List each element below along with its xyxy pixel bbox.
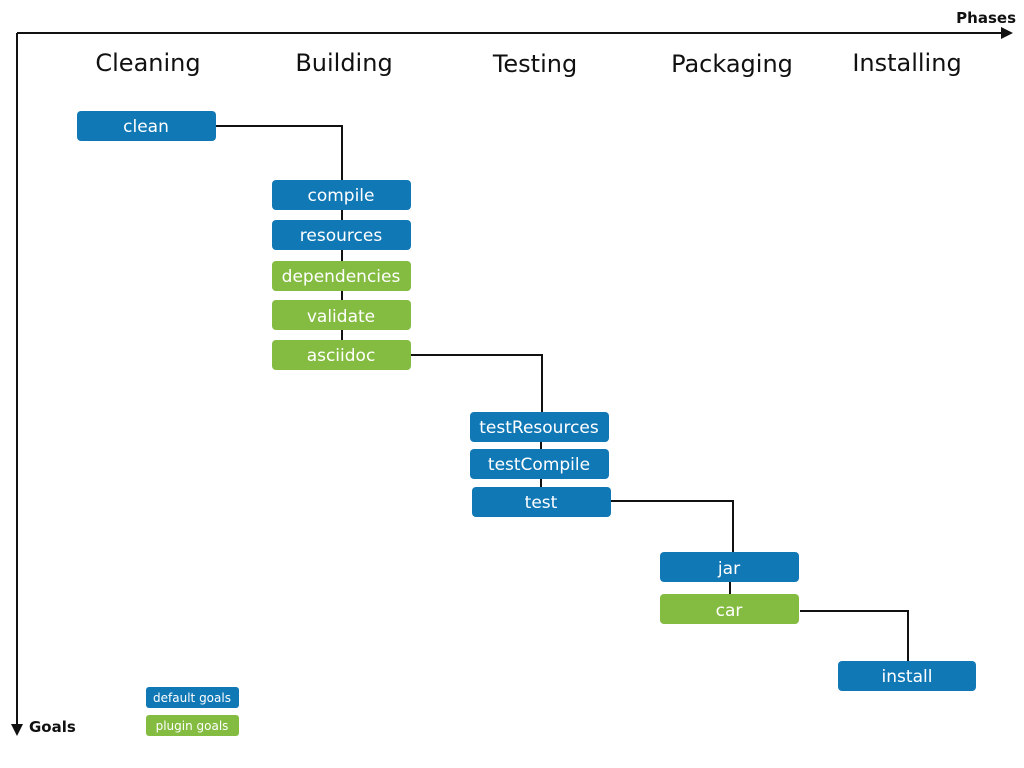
- goals-axis-label: Goals: [29, 718, 76, 736]
- connectors: [216, 125, 909, 661]
- goal-box: [272, 180, 411, 210]
- phases-axis-label: Phases: [956, 9, 1016, 27]
- goal-box: [272, 300, 411, 330]
- goal-box: [470, 449, 609, 479]
- goal-box: [77, 111, 216, 141]
- phase-cleaning-label: Cleaning: [95, 49, 200, 77]
- goal-label: install: [882, 667, 933, 687]
- connector-clean-to-compile: [216, 125, 343, 180]
- goal-label: asciidoc: [307, 346, 376, 366]
- connector-test-to-jar: [611, 500, 734, 552]
- goal-box: [660, 594, 799, 624]
- goal-label: resources: [300, 226, 383, 246]
- goal-box: [272, 261, 411, 291]
- legend-swatch-default: [146, 687, 239, 708]
- connector-asciidoc-to-testresources: [411, 354, 543, 412]
- legend-label: default goals: [153, 691, 231, 705]
- phase-building-label: Building: [295, 49, 392, 77]
- goal-box: [660, 552, 799, 582]
- goal-label: compile: [307, 186, 374, 206]
- goal-box: [272, 220, 411, 250]
- goal-resources: resources: [272, 220, 411, 250]
- goal-testresources: testResources: [470, 412, 609, 442]
- goal-clean: clean: [77, 111, 216, 141]
- legend: default goals plugin goals: [146, 687, 239, 736]
- goal-asciidoc: asciidoc: [272, 340, 411, 370]
- legend-default-goals: default goals: [146, 687, 239, 708]
- goal-compile: compile: [272, 180, 411, 210]
- legend-plugin-goals: plugin goals: [146, 715, 239, 736]
- goal-label: testCompile: [488, 455, 590, 475]
- legend-label: plugin goals: [156, 719, 229, 733]
- goal-label: car: [716, 601, 743, 621]
- goal-label: test: [525, 493, 558, 513]
- goal-label: dependencies: [282, 267, 401, 287]
- phases-axis-arrowhead: [1001, 27, 1013, 39]
- goal-testcompile: testCompile: [470, 449, 609, 479]
- goal-box: [272, 340, 411, 370]
- goals-axis-arrowhead: [11, 724, 23, 736]
- goal-box: [470, 412, 609, 442]
- connector-car-to-install: [800, 610, 909, 661]
- goal-validate: validate: [272, 300, 411, 330]
- goal-box: [838, 661, 976, 691]
- goal-label: clean: [123, 117, 169, 137]
- goal-car: car: [660, 594, 799, 624]
- phase-packaging-label: Packaging: [671, 50, 793, 78]
- goal-dependencies: dependencies: [272, 261, 411, 291]
- legend-swatch-plugin: [146, 715, 239, 736]
- phase-installing-label: Installing: [852, 49, 961, 77]
- goal-box: [472, 487, 611, 517]
- goal-install: install: [838, 661, 976, 691]
- goal-label: jar: [717, 559, 740, 579]
- goal-test: test: [472, 487, 611, 517]
- goal-label: testResources: [479, 418, 599, 438]
- goal-jar: jar: [660, 552, 799, 582]
- phase-testing-label: Testing: [492, 50, 577, 78]
- goal-label: validate: [307, 307, 375, 327]
